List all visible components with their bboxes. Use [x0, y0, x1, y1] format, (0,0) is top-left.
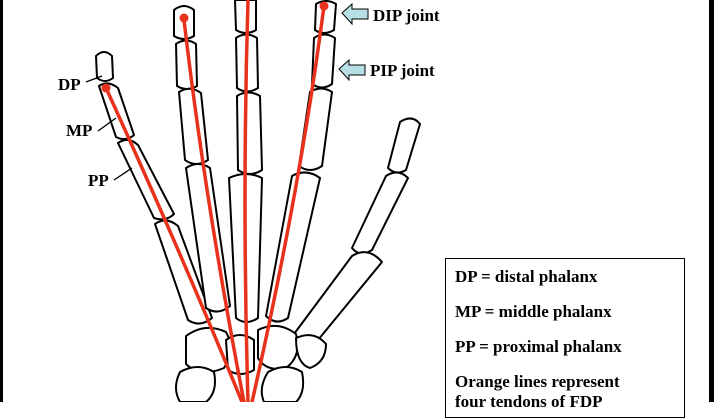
legend-note-line2: four tendons of FDP [455, 392, 603, 411]
pip-arrow-icon [338, 58, 366, 82]
index-finger-bones [265, 0, 337, 323]
left-border [0, 0, 3, 402]
pip-joint-label: PIP joint [370, 61, 435, 80]
fdp-tendons [104, 0, 326, 402]
tendon-little-finger [104, 86, 244, 402]
dip-arrow-icon [341, 2, 369, 26]
insertion-dot-ring [179, 13, 189, 23]
right-border [709, 0, 714, 402]
mp-label: MP [66, 121, 93, 140]
legend-pp: PP = proximal phalanx [455, 337, 622, 356]
tendon-middle-finger [243, 0, 250, 402]
carpal-bones [175, 324, 327, 402]
tendon-index-finger [250, 4, 326, 402]
dp-label: DP [58, 75, 81, 94]
tendon-insertions [101, 1, 329, 93]
legend-note-line1: Orange lines represent [455, 372, 620, 391]
mp-leader [97, 117, 117, 132]
pp-leader [113, 167, 133, 181]
pp-label: PP [88, 171, 109, 190]
tendon-ring-finger [182, 18, 246, 402]
insertion-dot-little [101, 83, 111, 93]
dp-leader [85, 75, 103, 83]
legend-dp: DP = distal phalanx [455, 267, 598, 286]
insertion-dot-index [319, 1, 329, 11]
hand-skeleton-illustration [85, 0, 421, 402]
thumb-bones [293, 117, 421, 344]
dip-joint-label: DIP joint [373, 6, 440, 25]
legend-mp: MP = middle phalanx [455, 302, 612, 321]
legend-box: DP = distal phalanx MP = middle phalanx … [445, 258, 685, 418]
